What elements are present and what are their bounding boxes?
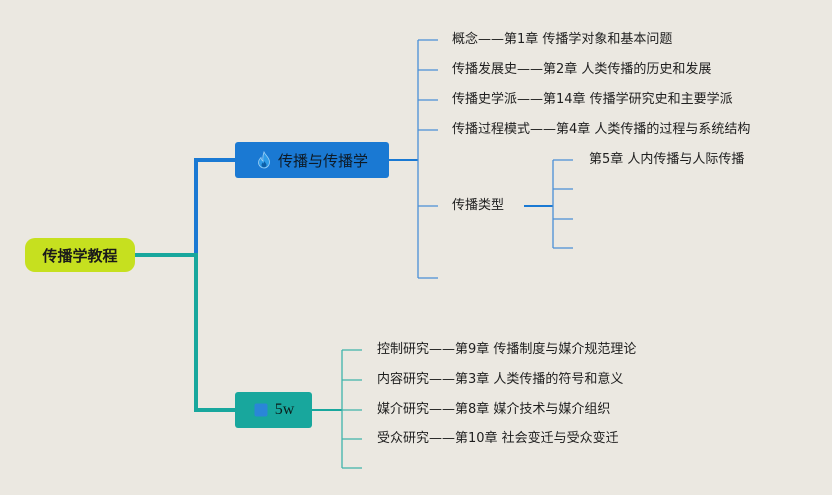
topic-audience-research[interactable]: 受众研究——第10章 社会变迁与受众变迁 — [377, 431, 619, 446]
connector-types-ticks — [553, 159, 573, 249]
topic-concept[interactable]: 概念——第1章 传播学对象和基本问题 — [452, 32, 673, 47]
topic-content-research[interactable]: 内容研究——第3章 人类传播的符号和意义 — [377, 372, 624, 387]
flame-icon — [256, 151, 272, 169]
topic-communication-types[interactable]: 传播类型 — [452, 198, 505, 213]
branch-label: 传播与传播学 — [277, 151, 368, 170]
subtopic-intrapersonal[interactable]: 第5章 人内传播与人际传播 — [589, 152, 745, 167]
branch-node-communication[interactable]: 传播与传播学 — [235, 142, 389, 178]
branch-node-5w[interactable]: 5w — [235, 392, 312, 428]
connector-branch1-ticks — [418, 39, 438, 279]
topic-history[interactable]: 传播发展史——第2章 人类传播的历史和发展 — [452, 62, 712, 77]
topic-process-models[interactable]: 传播过程模式——第4章 人类传播的过程与系统结构 — [452, 122, 751, 137]
topic-media-research[interactable]: 媒介研究——第8章 媒介技术与媒介组织 — [377, 402, 611, 417]
branch-label: 5w — [274, 401, 295, 418]
root-node[interactable]: 传播学教程 — [25, 238, 135, 272]
connector-root-branch2 — [135, 253, 235, 412]
topic-schools[interactable]: 传播史学派——第14章 传播学研究史和主要学派 — [452, 92, 733, 107]
square-icon — [253, 401, 269, 419]
connector-root-branch1 — [135, 158, 235, 257]
topic-control-research[interactable]: 控制研究——第9章 传播制度与媒介规范理论 — [377, 342, 637, 357]
root-label: 传播学教程 — [42, 246, 118, 265]
connector-branch2-ticks — [342, 349, 362, 469]
